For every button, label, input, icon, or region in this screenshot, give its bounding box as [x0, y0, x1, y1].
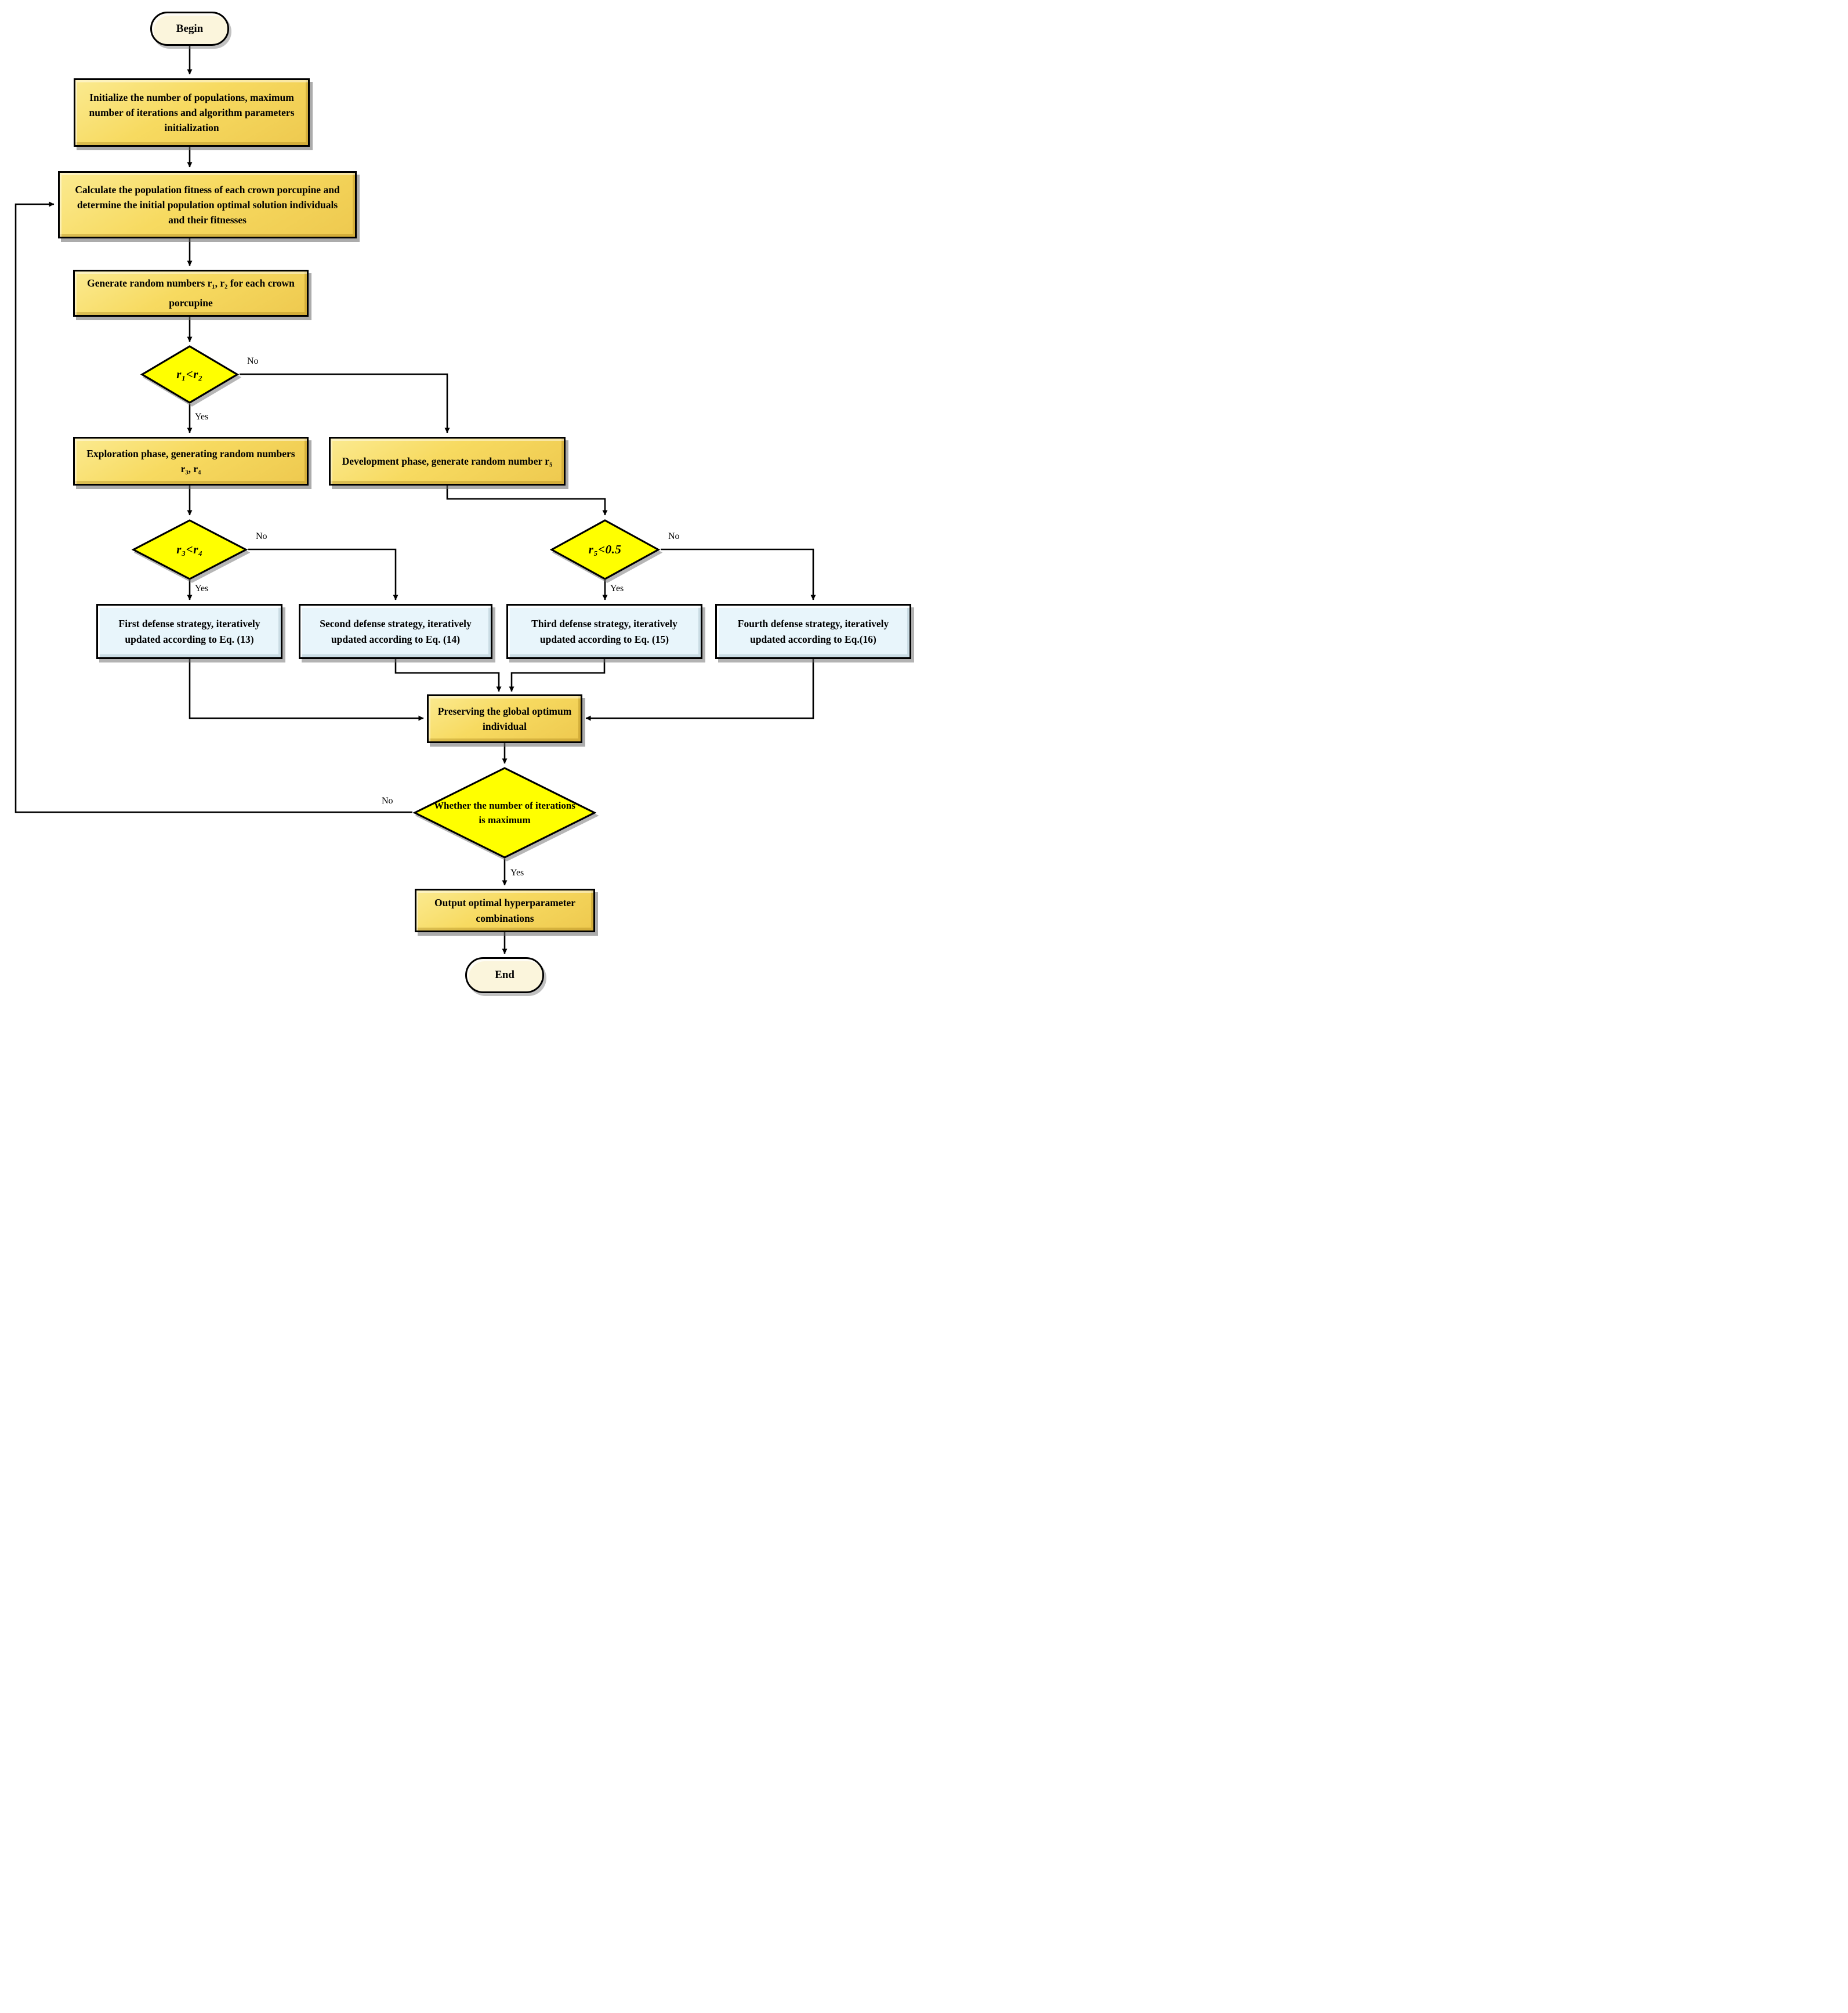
second-defense-strategy-label: Second defense strategy, iteratively upd…	[320, 618, 472, 645]
decision-r3-r4-label: r₃<r₄	[176, 542, 203, 556]
generate-r1-r2-label: Generate random numbers r₁, r₂ for each …	[87, 277, 295, 309]
arrow-d3-no-to-s4	[661, 548, 816, 600]
edge-label-d2-no: No	[256, 531, 267, 541]
arrow-d2-no-to-s2	[248, 548, 398, 600]
init-parameters-label: Initialize the number of populations, ma…	[89, 91, 295, 134]
calc-fitness-box: Calculate the population fitness of each…	[58, 171, 357, 238]
end-label: End	[495, 969, 514, 981]
development-phase-box: Development phase, generate random numbe…	[329, 437, 566, 486]
arrow-s1-to-preserve	[189, 659, 424, 721]
init-parameters-box: Initialize the number of populations, ma…	[74, 78, 310, 147]
decision-r1-r2: r₁<r₂	[140, 345, 239, 404]
edge-label-d4-yes: Yes	[510, 868, 524, 878]
exploration-phase-box: Exploration phase, generating random num…	[73, 437, 309, 486]
fourth-defense-strategy-label: Fourth defense strategy, iteratively upd…	[737, 618, 889, 645]
preserve-optimum-label: Preserving the global optimum individual	[437, 705, 572, 732]
begin-label: Begin	[176, 22, 204, 35]
calc-fitness-label: Calculate the population fitness of each…	[75, 183, 340, 226]
edge-label-d3-yes: Yes	[610, 584, 624, 593]
edge-label-d3-no: No	[668, 531, 680, 541]
third-defense-strategy-label: Third defense strategy, iteratively upda…	[531, 618, 677, 645]
second-defense-strategy-box: Second defense strategy, iteratively upd…	[299, 604, 492, 659]
edge-label-d1-yes: Yes	[195, 412, 209, 422]
generate-r1-r2-box: Generate random numbers r₁, r₂ for each …	[73, 270, 309, 317]
end-terminator: End	[465, 957, 544, 993]
begin-terminator: Begin	[150, 12, 229, 46]
edge-label-d1-no: No	[247, 356, 259, 366]
edge-label-d4-no: No	[382, 796, 393, 806]
decision-iterations-max-label: Whether the number of iterations is maxi…	[434, 799, 575, 826]
arrow-d1-no-to-development	[240, 373, 450, 433]
arrow-s3-to-preserve	[509, 659, 606, 692]
exploration-phase-label: Exploration phase, generating random num…	[86, 447, 295, 475]
output-hyperparameters-box: Output optimal hyperparameter combinatio…	[415, 889, 595, 932]
arrow-d4-no-loop-to-calc	[15, 201, 412, 813]
diamond-shape	[132, 519, 248, 580]
arrow-s2-to-preserve	[394, 659, 502, 692]
diamond-shape	[413, 767, 596, 859]
preserve-optimum-box: Preserving the global optimum individual	[427, 694, 582, 743]
first-defense-strategy-label: First defense strategy, iteratively upda…	[118, 618, 260, 645]
output-hyperparameters-label: Output optimal hyperparameter combinatio…	[434, 897, 576, 924]
arrow-s4-to-preserve	[585, 659, 814, 721]
diamond-shape	[140, 345, 239, 404]
development-phase-label: Development phase, generate random numbe…	[342, 455, 553, 467]
third-defense-strategy-box: Third defense strategy, iteratively upda…	[506, 604, 702, 659]
first-defense-strategy-box: First defense strategy, iteratively upda…	[96, 604, 282, 659]
decision-r3-r4: r₃<r₄	[132, 519, 248, 580]
connector-layer	[15, 46, 816, 954]
fourth-defense-strategy-box: Fourth defense strategy, iteratively upd…	[715, 604, 911, 659]
arrow-development-to-d3	[446, 486, 608, 516]
decision-r1-r2-label: r₁<r₂	[176, 367, 203, 381]
decision-r5-label: r₅<0.5	[588, 542, 622, 556]
flowchart-canvas: Begin Initialize the number of populatio…	[0, 0, 924, 1006]
decision-r5: r₅<0.5	[550, 519, 660, 580]
edge-label-d2-yes: Yes	[195, 584, 209, 593]
diamond-shape	[550, 519, 660, 580]
decision-iterations-max: Whether the number of iterations is maxi…	[413, 767, 596, 859]
